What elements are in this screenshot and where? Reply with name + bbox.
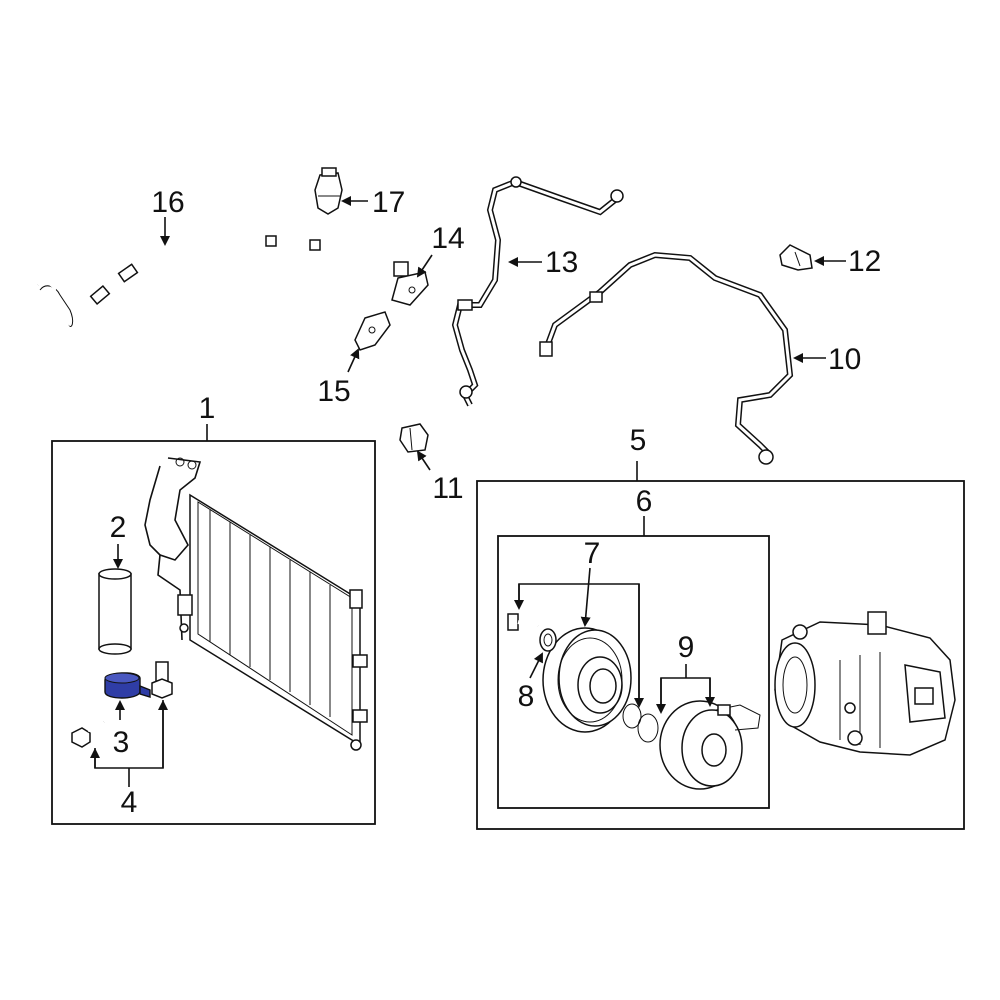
compressor — [774, 611, 956, 756]
pipe-13 — [451, 176, 624, 407]
compressor-group-box — [476, 480, 965, 830]
snap-ring-7 — [622, 703, 642, 729]
pressure-switch-17 — [314, 167, 343, 215]
clip-12 — [779, 244, 813, 271]
bracket-15 — [354, 311, 391, 351]
callout-12: 12 — [848, 245, 881, 278]
callout-3: 3 — [113, 726, 130, 759]
callout-1: 1 — [199, 392, 216, 425]
pipe-10 — [539, 251, 794, 465]
callout-10: 10 — [828, 343, 861, 376]
callout-6: 6 — [636, 485, 653, 518]
callout-11: 11 — [432, 472, 463, 505]
leader-11 — [416, 450, 431, 471]
callout-5: 5 — [630, 424, 647, 457]
leader-7b — [580, 567, 591, 627]
leader-14 — [416, 254, 433, 278]
field-coil-9 — [659, 700, 761, 790]
callout-4: 4 — [121, 786, 138, 819]
callout-8: 8 — [518, 680, 535, 713]
leader-8 — [529, 652, 543, 679]
callout-15: 15 — [317, 375, 350, 408]
leader-15 — [347, 348, 360, 373]
clutch-bolt-7 — [507, 613, 539, 631]
shim-8 — [539, 628, 557, 652]
bracket-14 — [391, 271, 429, 306]
clutch-pulley-7 — [542, 627, 632, 733]
clip-11 — [399, 423, 429, 453]
condenser-group-box — [51, 440, 376, 825]
receiver-drier-2 — [98, 568, 132, 655]
callout-7: 7 — [584, 537, 601, 570]
clutch-group-box — [497, 535, 770, 809]
callout-14: 14 — [431, 222, 464, 255]
callout-13: 13 — [545, 246, 578, 279]
bolt-4a — [71, 720, 105, 748]
pipe-16 — [37, 235, 411, 334]
callout-16: 16 — [151, 186, 184, 219]
callout-17: 17 — [372, 186, 405, 219]
snap-ring-9 — [637, 713, 659, 743]
bolt-4b — [151, 661, 173, 699]
callout-2: 2 — [110, 511, 127, 544]
callout-9: 9 — [678, 631, 695, 664]
bracket-3-highlighted — [104, 672, 151, 699]
condenser-1 — [144, 457, 368, 751]
